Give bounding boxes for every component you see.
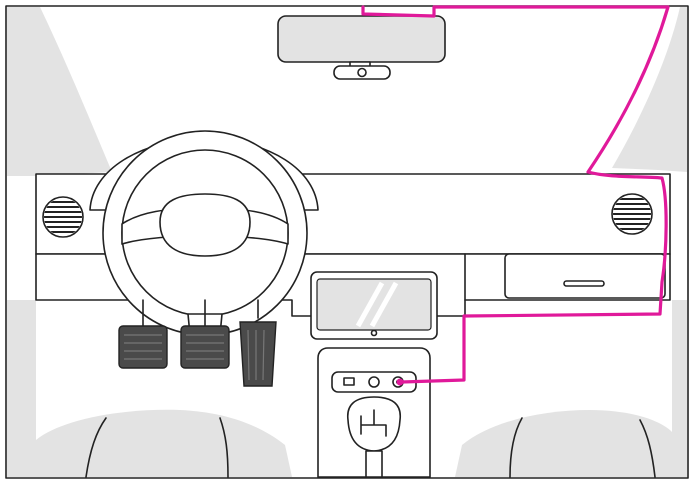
right-seat-seam-2 bbox=[639, 419, 656, 478]
clutch-pedal bbox=[118, 299, 168, 369]
brake-pedal bbox=[180, 299, 230, 369]
cable-plug bbox=[396, 378, 404, 386]
gear-pattern-icon bbox=[360, 409, 387, 437]
left-seat-seam-2 bbox=[219, 417, 229, 478]
left-seat bbox=[36, 409, 292, 477]
rearview-mirror bbox=[277, 15, 446, 63]
glovebox-handle bbox=[563, 280, 605, 287]
gear-shift-boot bbox=[365, 450, 383, 478]
right-a-pillar bbox=[612, 7, 687, 172]
right-door-panel bbox=[672, 300, 687, 477]
diagram-frame bbox=[5, 5, 689, 479]
left-door-panel bbox=[7, 300, 36, 477]
aux-port bbox=[368, 376, 380, 388]
left-a-pillar bbox=[7, 7, 112, 176]
steering-wheel-hub bbox=[159, 193, 251, 257]
screen-glare-2 bbox=[369, 281, 399, 328]
left-seat-seam bbox=[85, 417, 107, 478]
display-button bbox=[370, 329, 378, 337]
right-seat bbox=[455, 410, 672, 477]
accelerator-pedal bbox=[239, 299, 277, 387]
usb-port bbox=[343, 377, 355, 386]
dashcam-cable-route bbox=[361, 5, 670, 384]
right-seat-seam bbox=[509, 417, 523, 478]
dashcam-lens bbox=[357, 67, 367, 78]
screen-glare bbox=[355, 281, 385, 328]
glovebox bbox=[504, 253, 666, 299]
